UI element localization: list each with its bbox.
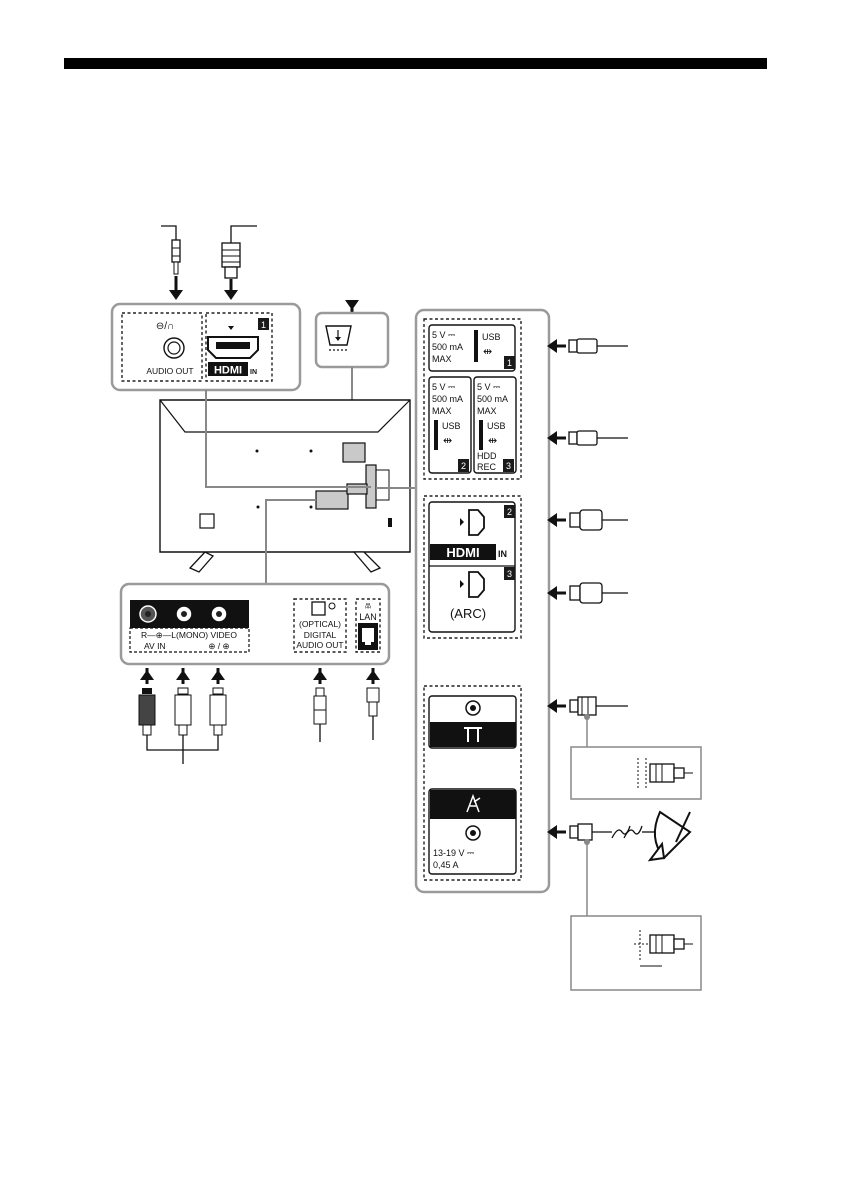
usb3-current: 500 mA [477, 394, 508, 404]
hdmi2-badge: 2 [507, 507, 512, 517]
hdmi1-in-label: IN [250, 369, 257, 376]
usb1-current: 500 mA [432, 342, 463, 352]
usb3-badge: 3 [506, 461, 511, 471]
satellite-current: 0,45 A [433, 860, 459, 870]
usb3-label: USB [487, 421, 506, 431]
heading-bar [64, 58, 767, 69]
audio-out-label: AUDIO OUT [146, 366, 193, 376]
hdmi1-logo: HDMI [214, 365, 242, 377]
hdmi-cable-2 [547, 510, 628, 530]
top-left-port-panel: ⊖/∩ AUDIO OUT 1 HDMI IN [112, 304, 300, 390]
usb3-icon: ⇹ [488, 435, 497, 447]
usb1-rating: 5 V ⎓ [432, 330, 455, 340]
satellite-dish-icon [650, 812, 690, 860]
hdmi3-badge: 3 [507, 569, 512, 579]
usb2-icon: ⇹ [443, 435, 452, 447]
av-in-label: AV IN [144, 641, 166, 651]
headphone-cable [161, 226, 183, 300]
optical-port[interactable] [312, 602, 325, 615]
usb1-label: USB [482, 332, 501, 342]
lan-label: LAN [359, 612, 377, 622]
satellite-voltage: 13-19 V ⎓ [433, 848, 474, 858]
antenna-cable [547, 697, 701, 799]
satellite-cable [547, 824, 701, 990]
hdmi-cable-3 [547, 583, 628, 603]
hdmi23-in-label: IN [498, 549, 507, 559]
digital-label: DIGITAL [304, 630, 337, 640]
av-in-symbols: ⊕ / ⊕ [208, 641, 229, 651]
hdmi2-port[interactable] [469, 510, 484, 535]
lan-cable [366, 668, 380, 740]
usb2-label: USB [442, 421, 461, 431]
digital-audio-out-label: AUDIO OUT [296, 640, 343, 650]
usb1-badge: 1 [507, 358, 512, 368]
usb1-icon: ⇹ [483, 346, 492, 358]
optical-label: (OPTICAL) [299, 619, 341, 629]
side-port-panel: 5 V ⎓ 500 mA MAX USB ⇹ 1 5 V ⎓ 500 mA MA… [416, 310, 549, 892]
usb2-rating: 5 V ⎓ [432, 382, 455, 392]
optical-cable [313, 668, 327, 742]
usb2-current: 500 mA [432, 394, 463, 404]
hdmi1-badge: 1 [261, 320, 266, 330]
usb3-max: MAX [477, 406, 497, 416]
usb2-badge: 2 [461, 461, 466, 471]
hdmi3-port[interactable] [469, 572, 484, 597]
network-icon: 品 [365, 603, 371, 610]
usb-cable-1 [547, 339, 628, 353]
usb-cable-2 [547, 431, 628, 445]
bottom-port-panel: R—⊕—L(MONO) VIDEO AV IN ⊕ / ⊕ (OPTICAL) … [121, 584, 389, 664]
hdmi23-logo: HDMI [446, 545, 479, 560]
usb3-rec-label: REC [477, 462, 497, 472]
arc-label: (ARC) [450, 606, 486, 621]
usb3-rating: 5 V ⎓ [477, 382, 500, 392]
audio-out-symbol: ⊖/∩ [156, 321, 174, 332]
av-row-label: R—⊕—L(MONO) VIDEO [141, 630, 237, 640]
usb1-max: MAX [432, 354, 452, 364]
usb2-max: MAX [432, 406, 452, 416]
rca-cables [139, 668, 226, 764]
hdmi-cable-top [222, 226, 257, 300]
usb3-hdd-label: HDD [477, 451, 497, 461]
tv-rear [160, 390, 416, 584]
